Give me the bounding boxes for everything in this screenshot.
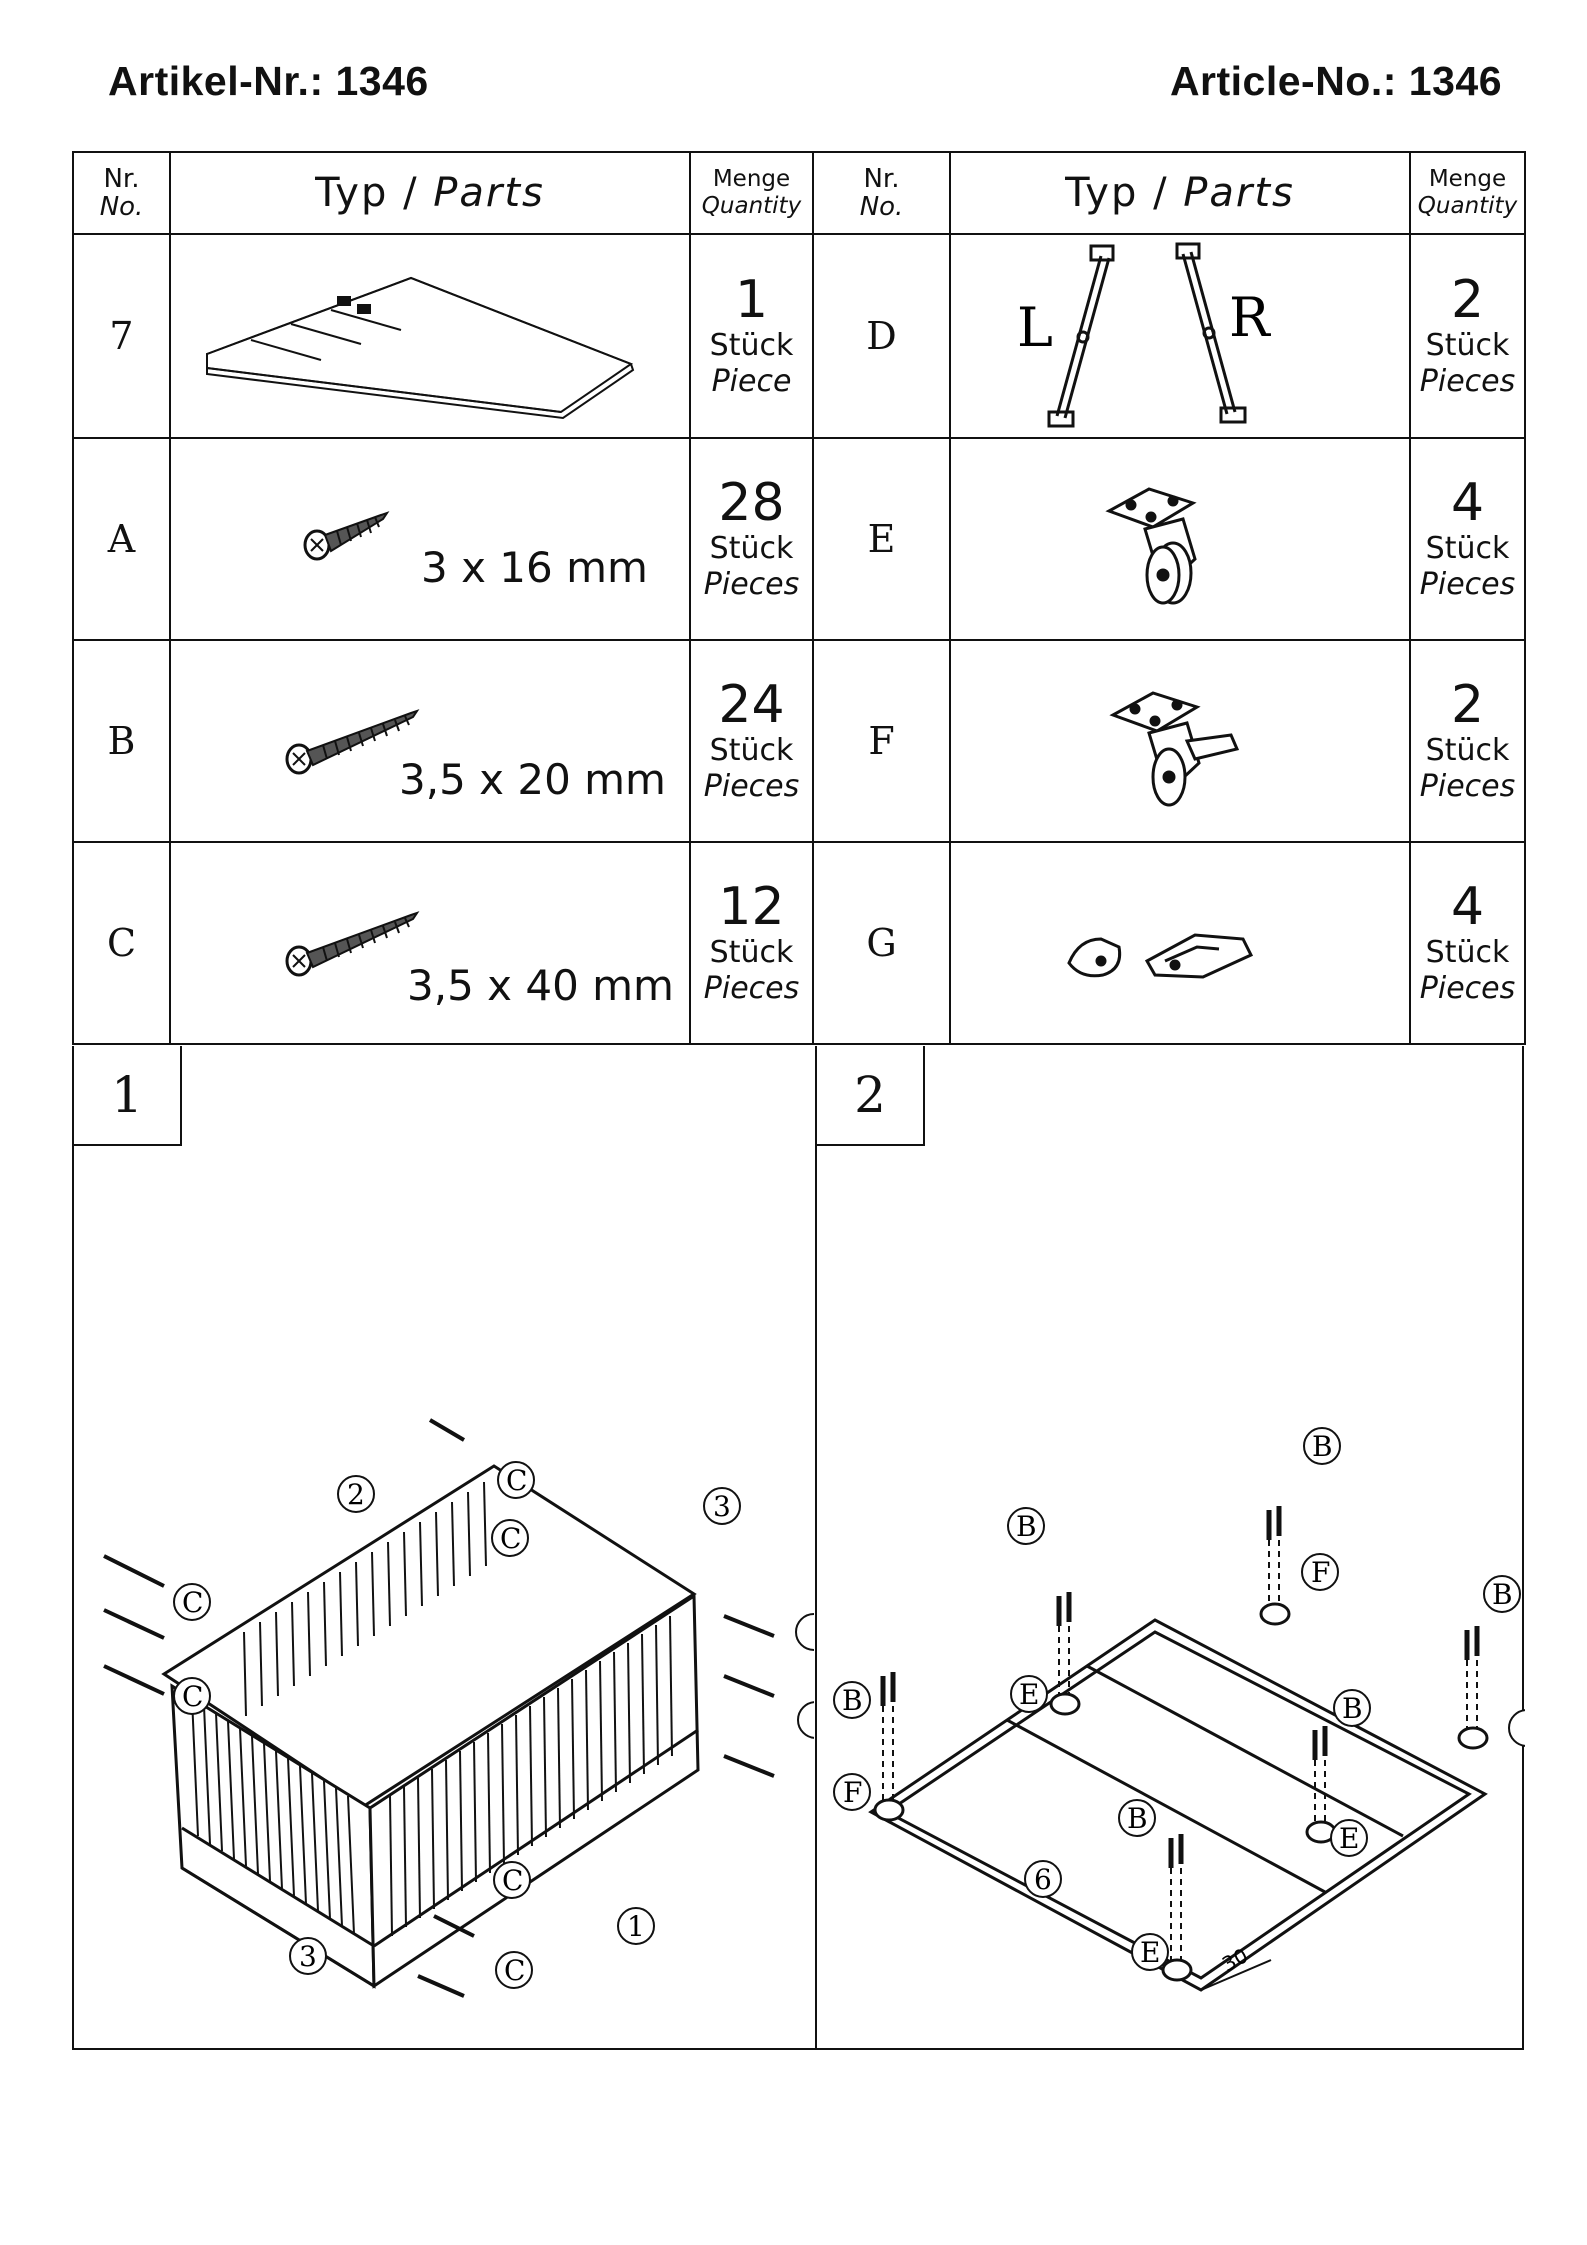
quantity-cell: 24 Stück Pieces [689, 639, 814, 843]
svg-text:B: B [1127, 1802, 1148, 1835]
svg-text:C: C [502, 1864, 523, 1897]
svg-text:3: 3 [299, 1940, 317, 1973]
screw-icon [303, 511, 390, 561]
quantity-cell: 2 Stück Pieces [1409, 639, 1526, 843]
board-icon [206, 276, 635, 420]
latch-icon [1067, 933, 1254, 979]
screw-dimension: 3,5 x 20 mm [399, 755, 666, 804]
svg-text:B: B [1342, 1692, 1363, 1725]
part-number: E [812, 437, 951, 641]
hinge-stay-icon: L R [1017, 242, 1271, 428]
part-image-cell [949, 437, 1411, 641]
part-number: G [812, 841, 951, 1045]
quantity-cell: 1 Stück Piece [689, 233, 814, 439]
part-number: A [72, 437, 171, 641]
quantity-cell: 4 Stück Pieces [1409, 841, 1526, 1045]
screw-icon [285, 709, 420, 775]
article-number-en: Article-No.: 1346 [1169, 58, 1502, 104]
step-divider [815, 1046, 817, 2048]
typ-header: Typ / Parts [169, 151, 691, 235]
quantity-cell: 2 Stück Pieces [1409, 233, 1526, 439]
part-image-cell: 3,5 x 20 mm [169, 639, 691, 843]
caster-icon [1105, 487, 1197, 605]
screw-icon [285, 911, 420, 977]
assembly-steps: 1 2 [72, 1046, 1525, 2050]
table-row: A 3 x 16 mm 28 Stück Pieces E [72, 437, 1526, 641]
part-number: 7 [72, 233, 171, 439]
svg-text:C: C [182, 1586, 203, 1619]
label-part-1: 1 [627, 1910, 645, 1943]
quantity-cell: 12 Stück Pieces [689, 841, 814, 1045]
part-number: B [72, 639, 171, 843]
right-label: R [1229, 286, 1271, 349]
left-label: L [1017, 296, 1053, 359]
svg-text:B: B [842, 1684, 863, 1717]
label-part-2: 2 [347, 1478, 365, 1511]
part-image-cell: 3 x 16 mm [169, 437, 691, 641]
table-row: B 3,5 x 20 mm 24 Stück Pieces F [72, 639, 1526, 843]
svg-text:E: E [1140, 1936, 1160, 1969]
label-f: F [1311, 1556, 1330, 1589]
svg-text:B: B [1492, 1578, 1513, 1611]
svg-text:E: E [1339, 1822, 1359, 1855]
nr-header: Nr.No. [72, 151, 171, 235]
part-image-cell [169, 233, 691, 439]
part-image-cell: 3,5 x 40 mm [169, 841, 691, 1045]
part-number: F [812, 639, 951, 843]
part-number: C [72, 841, 171, 1045]
part-image-cell [949, 841, 1411, 1045]
step-1-drawing: C C C C C C 2 3 3 1 [103, 1418, 814, 1998]
screw-dimension: 3 x 16 mm [421, 543, 648, 592]
table-row: 7 1 Stück Piece D L R [72, 233, 1526, 439]
svg-text:C: C [504, 1954, 525, 1987]
nr-header-2: Nr.No. [812, 151, 951, 235]
quantity-cell: 4 Stück Pieces [1409, 437, 1526, 641]
article-number-de: Artikel-Nr.: 1346 [108, 58, 429, 104]
part-number: D [812, 233, 951, 439]
svg-text:B: B [1016, 1510, 1037, 1543]
part-image-cell: L R [949, 233, 1411, 439]
label-c: C [506, 1464, 527, 1497]
svg-text:C: C [500, 1522, 521, 1555]
step-1-number: 1 [72, 1046, 182, 1146]
typ-header-2: Typ / Parts [949, 151, 1411, 235]
svg-text:F: F [843, 1776, 862, 1809]
label-e: E [1019, 1678, 1039, 1711]
step-2-number: 2 [815, 1046, 925, 1146]
label-part-6: 6 [1034, 1863, 1052, 1896]
table-row: C 3,5 x 40 mm 12 Stück Pieces G [72, 841, 1526, 1045]
step-2-drawing: 30 B B B B B B F F E E E 6 [833, 1427, 1525, 1992]
label-b: B [1312, 1430, 1333, 1463]
part-image-cell [949, 639, 1411, 843]
quantity-cell: 28 Stück Pieces [689, 437, 814, 641]
braked-caster-icon [1109, 691, 1240, 807]
label-part-3: 3 [713, 1490, 731, 1523]
screw-dimension: 3,5 x 40 mm [407, 961, 674, 1010]
svg-text:C: C [182, 1680, 203, 1713]
